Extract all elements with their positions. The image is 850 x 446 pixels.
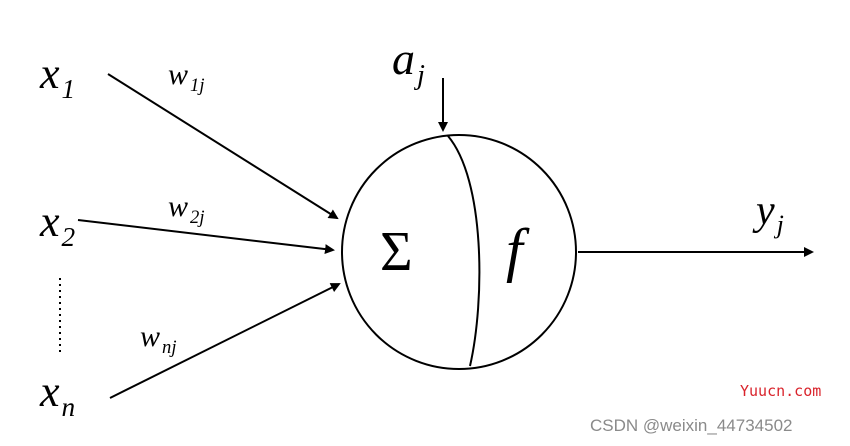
source-watermark: CSDN @weixin_44734502 xyxy=(590,416,793,435)
input-arrow-1 xyxy=(107,73,339,220)
site-watermark: Yuucn.com xyxy=(740,382,822,400)
weight-label-2-index: 2j xyxy=(190,206,205,228)
weight-label-n-symbol: w xyxy=(140,320,161,353)
output-label-symbol: y xyxy=(756,188,775,234)
input-label-n-index: n xyxy=(61,391,76,422)
input-label-n-symbol: x xyxy=(40,367,60,416)
neuron-circle xyxy=(341,134,577,370)
weight-label-2-symbol: w xyxy=(168,190,189,223)
input-label-2-index: 2 xyxy=(61,221,76,252)
output-label-index: j xyxy=(776,210,784,240)
input-label-n: xn xyxy=(40,370,75,421)
output-label: yj xyxy=(756,190,784,238)
bias-label: aj xyxy=(392,36,425,90)
input-arrow-2 xyxy=(77,219,335,255)
weight-label-n-index: nj xyxy=(162,336,177,358)
activation-function-symbol: f xyxy=(506,217,523,283)
input-label-1: x1 xyxy=(40,52,75,103)
weight-label-1-symbol: w xyxy=(168,58,189,91)
input-label-2: x2 xyxy=(40,200,75,251)
input-label-1-index: 1 xyxy=(61,73,76,104)
weight-label-1-index: 1j xyxy=(190,74,205,96)
sum-symbol: Σ xyxy=(380,221,413,283)
bias-label-symbol: a xyxy=(392,33,415,84)
input-label-1-symbol: x xyxy=(40,49,60,98)
neuron-divider xyxy=(447,135,481,367)
bias-label-index: j xyxy=(417,59,425,91)
input-label-2-symbol: x xyxy=(40,197,60,246)
input-arrow-n xyxy=(109,283,341,399)
